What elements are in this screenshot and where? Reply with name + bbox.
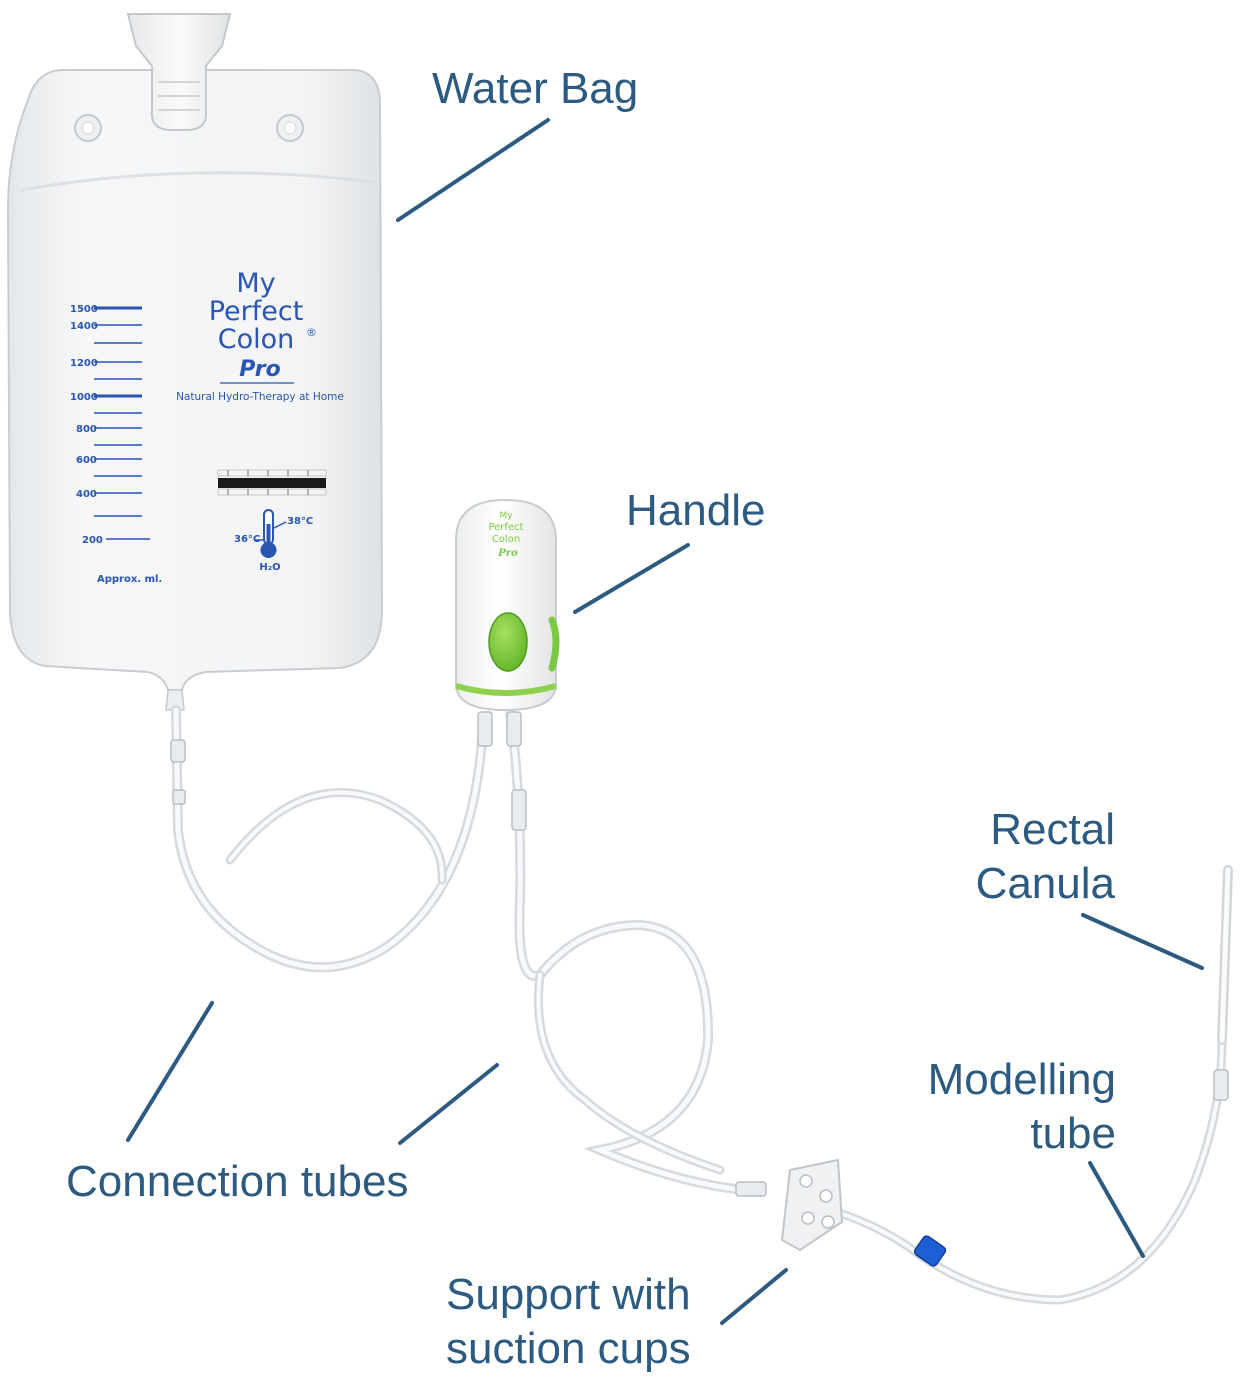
- tube-connector: [172, 789, 186, 805]
- tube-connector: [735, 1181, 767, 1197]
- scale-1500: 1500: [70, 304, 98, 315]
- leader-connection-left: [126, 1001, 214, 1142]
- label-rectal-canula-line2: Canula: [975, 859, 1115, 908]
- handle-brand-my: My: [499, 511, 513, 521]
- scale-1000: 1000: [70, 392, 98, 403]
- label-handle-text: Handle: [626, 486, 766, 535]
- bag-fold: [21, 171, 376, 192]
- leader-rectal-canula: [1081, 913, 1204, 970]
- leader-lines: [126, 118, 1204, 1325]
- handle-device: My Perfect Colon Pro: [455, 498, 560, 712]
- handle-brand-pro: Pro: [497, 548, 518, 559]
- tube-connector: [506, 711, 522, 747]
- blue-connector: [913, 1235, 947, 1267]
- temp-low: 36°C: [234, 534, 260, 545]
- leader-connection-right: [398, 1063, 499, 1145]
- water-bag: 1500 1400 1200 1000 800 600 400: [6, 13, 384, 711]
- bag-brand: My Perfect Colon ® Pro Natural Hydro-The…: [176, 268, 344, 403]
- scale-600: 600: [76, 455, 97, 466]
- label-handle: Handle: [626, 484, 765, 538]
- support-bracket: [780, 1158, 844, 1252]
- registered-mark: ®: [306, 326, 317, 339]
- bag-brand-perfect: Perfect: [209, 296, 304, 327]
- volume-scale: 1500 1400 1200 1000 800 600 400: [70, 304, 162, 585]
- bag-tagline: Natural Hydro-Therapy at Home: [176, 391, 344, 403]
- bag-body: [6, 69, 384, 691]
- leader-support: [720, 1268, 788, 1325]
- leader-water-bag: [396, 118, 550, 222]
- thermometer-icon: 38°C 36°C H₂O: [234, 509, 313, 573]
- scale-1200: 1200: [70, 358, 98, 369]
- label-connection-tubes-text: Connection tubes: [66, 1157, 409, 1206]
- scale-400: 400: [76, 489, 97, 500]
- handle-brand-colon: Colon: [492, 534, 520, 545]
- handle-green-button: [488, 612, 528, 672]
- label-support: Support with suction cups: [446, 1268, 691, 1376]
- tube-handle-to-support: [505, 705, 765, 1197]
- temp-high: 38°C: [287, 516, 313, 527]
- handle-body: [455, 498, 557, 712]
- label-connection-tubes: Connection tubes: [66, 1155, 408, 1209]
- label-modelling-tube-line2: tube: [1030, 1109, 1116, 1158]
- scale-unit: Approx. ml.: [97, 574, 162, 585]
- water-symbol: H₂O: [259, 562, 280, 573]
- bag-brand-colon: Colon: [218, 324, 295, 355]
- scale-800: 800: [76, 424, 97, 435]
- bag-brand-pro: Pro: [239, 357, 280, 382]
- rectal-canula: [1217, 865, 1233, 1045]
- connection-tubes: [170, 705, 1229, 1305]
- leader-modelling-tube: [1088, 1161, 1145, 1258]
- tube-connector: [511, 789, 527, 831]
- label-water-bag-text: Water Bag: [432, 64, 639, 113]
- label-water-bag: Water Bag: [432, 62, 638, 116]
- scale-1400: 1400: [70, 321, 98, 332]
- tube-connector: [170, 739, 186, 763]
- label-modelling-tube-line1: Modelling: [927, 1055, 1116, 1104]
- leader-handle: [573, 543, 690, 614]
- scale-200: 200: [82, 535, 103, 546]
- label-modelling-tube: Modelling tube: [880, 1053, 1116, 1161]
- label-rectal-canula-line1: Rectal: [990, 805, 1115, 854]
- label-support-line1: Support with: [446, 1270, 691, 1319]
- temperature-strip: [217, 469, 327, 496]
- tube-connector: [477, 711, 493, 747]
- bag-brand-my: My: [236, 268, 275, 299]
- label-rectal-canula: Rectal Canula: [900, 803, 1115, 911]
- tube-connector: [1213, 1069, 1229, 1101]
- handle-brand-perfect: Perfect: [488, 522, 523, 533]
- label-support-line2: suction cups: [446, 1324, 691, 1373]
- tube-bag-to-handle: [171, 705, 487, 973]
- bag-cap: [126, 13, 232, 131]
